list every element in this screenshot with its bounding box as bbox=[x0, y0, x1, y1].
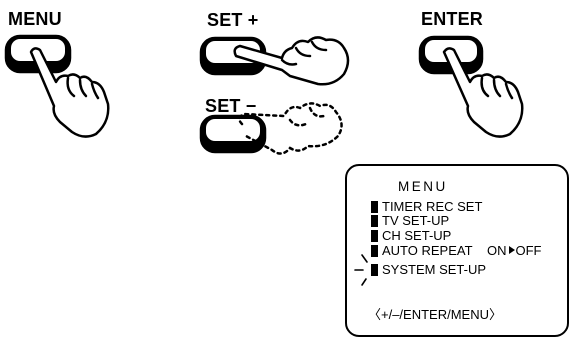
hand-moving-to-set-minus-icon bbox=[238, 102, 343, 155]
menu-item-ch-set-up[interactable]: CH SET-UP bbox=[382, 228, 452, 243]
on-screen-menu-display bbox=[345, 164, 569, 337]
auto-repeat-label: AUTO REPEAT bbox=[382, 243, 473, 258]
menu-item-system-set-up[interactable]: SYSTEM SET-UP bbox=[382, 262, 487, 277]
set-minus-button[interactable] bbox=[199, 114, 267, 154]
auto-repeat-off-option[interactable]: OFF bbox=[515, 243, 542, 258]
set-plus-button-label: SET + bbox=[207, 10, 259, 30]
hand-pressing-enter-icon bbox=[442, 47, 524, 138]
enter-button[interactable] bbox=[418, 35, 484, 75]
cursor-blink-marks-icon bbox=[354, 254, 368, 286]
set-minus-button-label: SET − bbox=[205, 96, 257, 116]
menu-item-marker bbox=[371, 215, 378, 227]
hand-pressing-set-plus-icon bbox=[233, 36, 350, 86]
menu-key-hint: 〈+/–/ENTER/MENU〉 bbox=[368, 307, 502, 322]
menu-item-cursor bbox=[371, 264, 378, 276]
enter-button-label: ENTER bbox=[421, 9, 484, 29]
menu-item-auto-repeat[interactable]: AUTO REPEAT ON OFF bbox=[382, 244, 542, 257]
selection-arrow-icon bbox=[508, 246, 515, 254]
auto-repeat-on-option[interactable]: ON bbox=[487, 243, 507, 258]
menu-item-marker bbox=[371, 245, 378, 257]
menu-item-timer-rec-set[interactable]: TIMER REC SET bbox=[382, 199, 483, 214]
menu-item-marker bbox=[371, 230, 378, 242]
menu-item-marker bbox=[371, 201, 378, 213]
menu-title: MENU bbox=[398, 179, 448, 194]
menu-button-label: MENU bbox=[8, 9, 62, 29]
hand-pressing-menu-icon bbox=[29, 47, 110, 138]
menu-item-tv-set-up[interactable]: TV SET-UP bbox=[382, 213, 450, 228]
